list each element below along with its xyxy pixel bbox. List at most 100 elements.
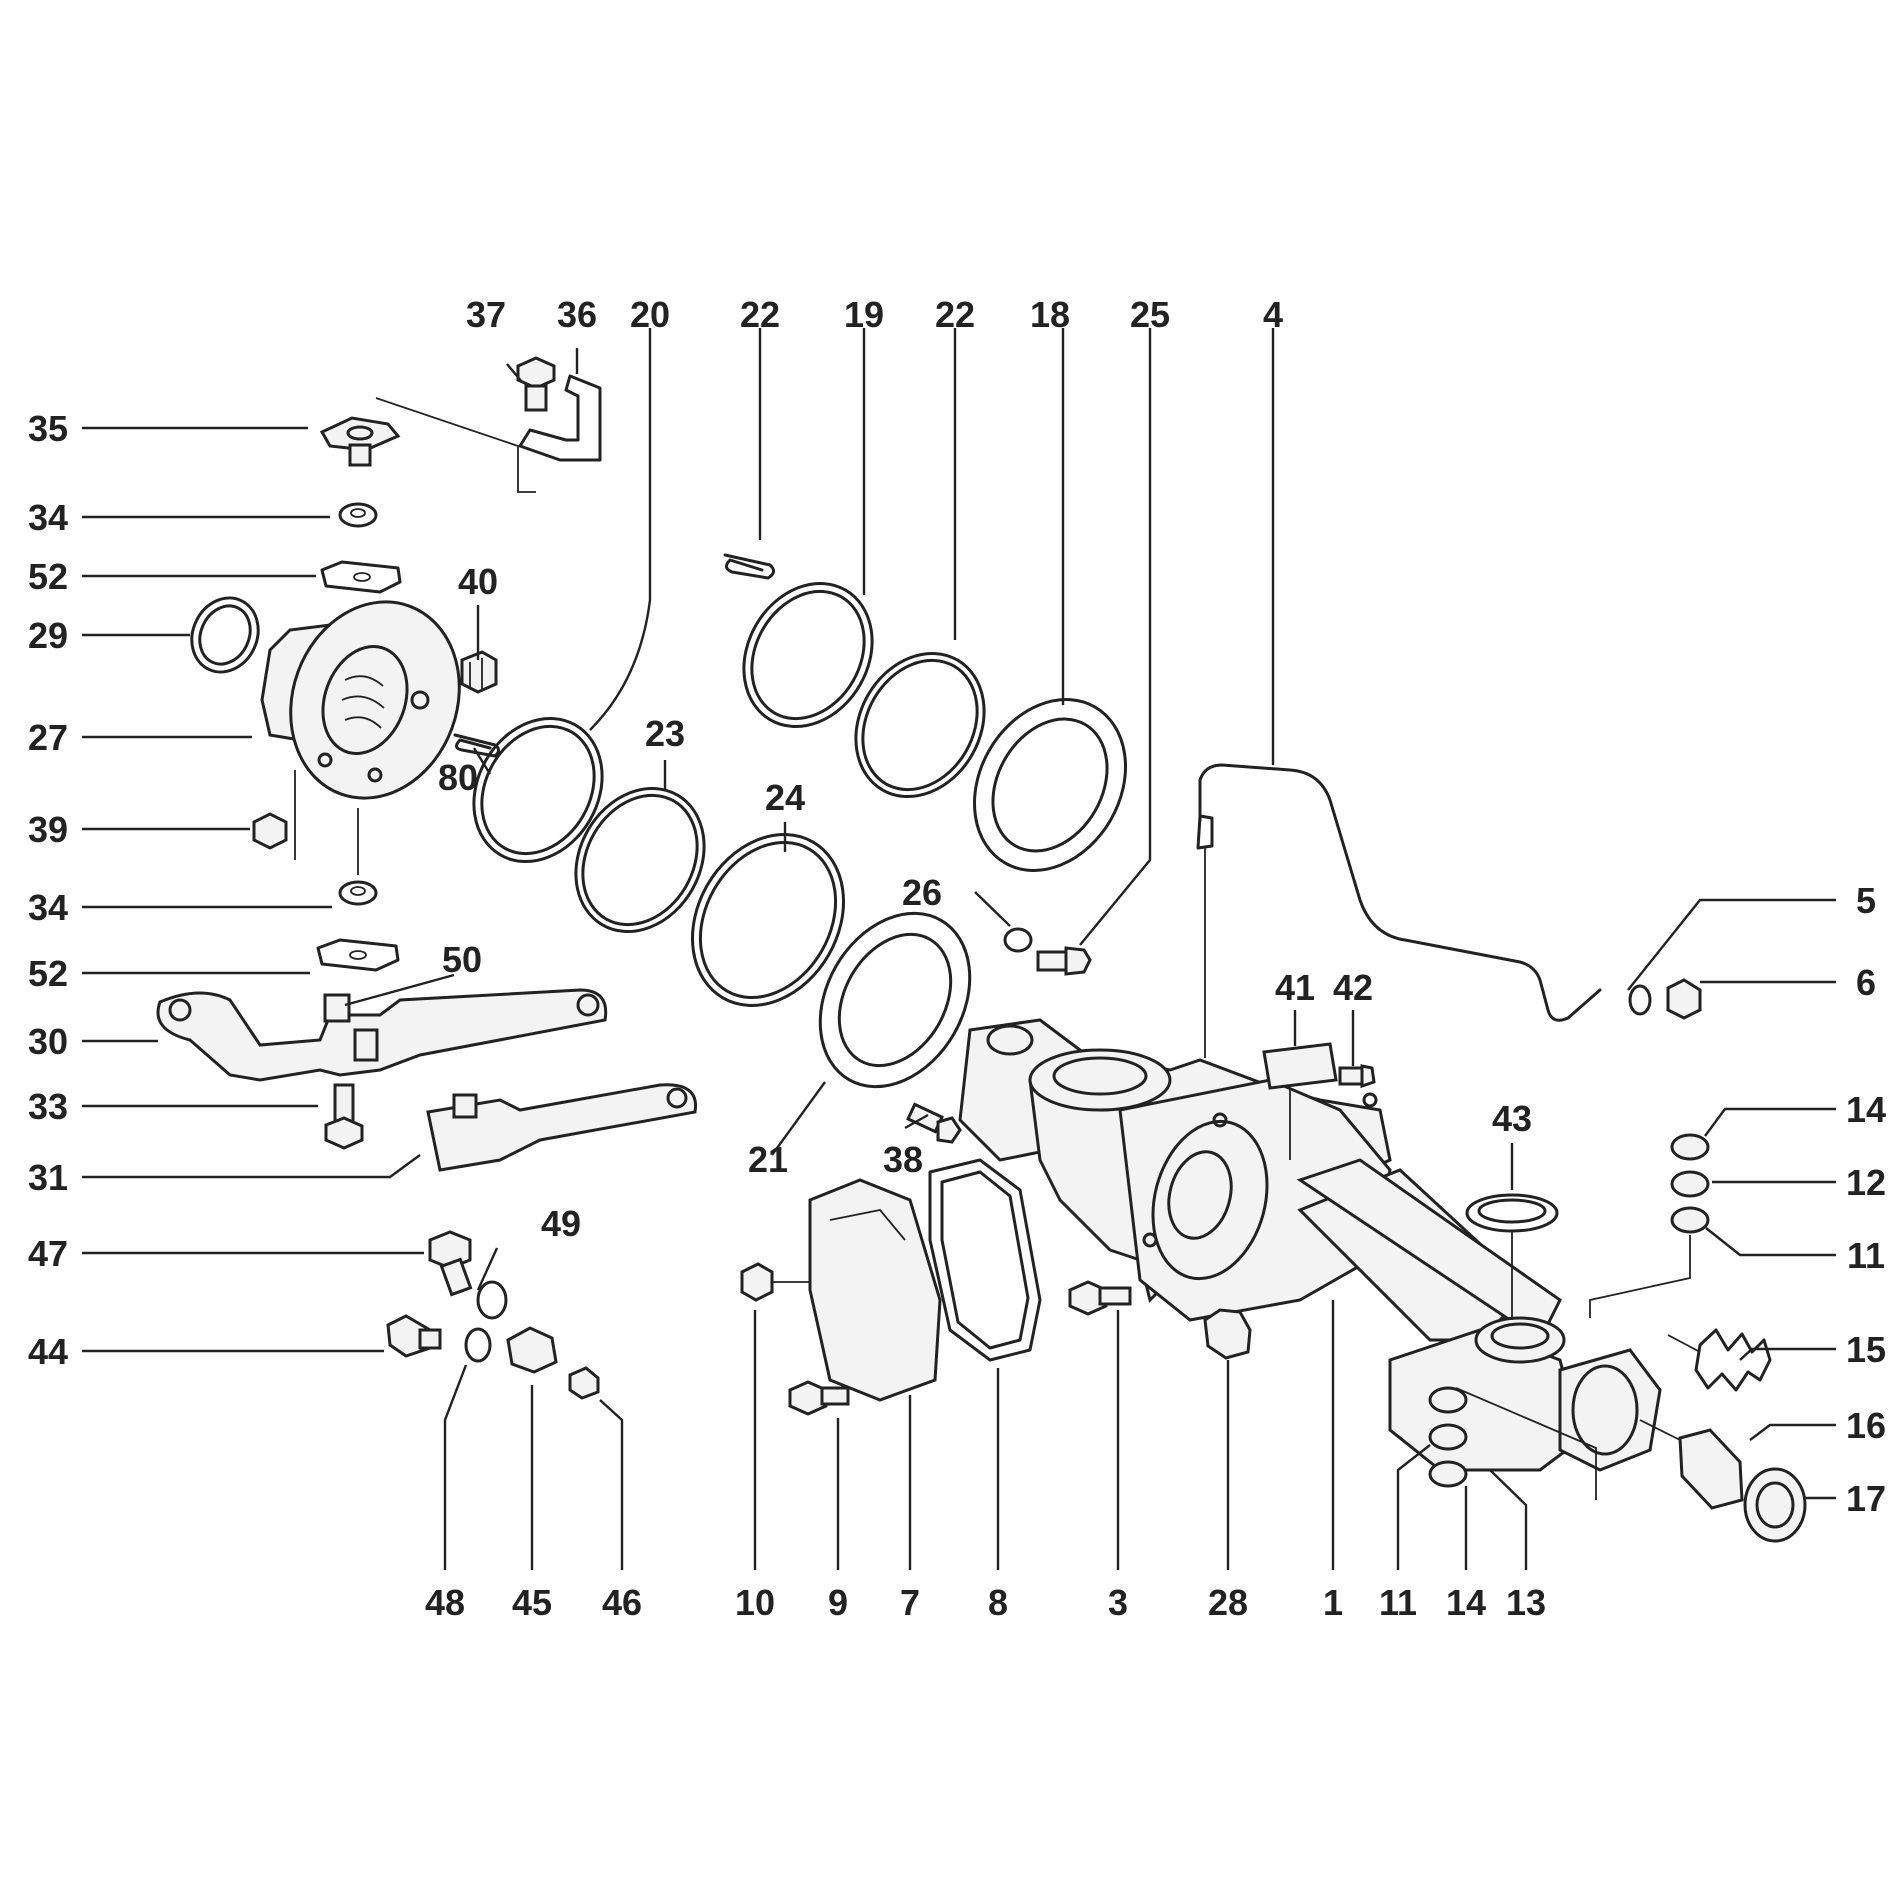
part-42-screw	[1338, 1064, 1376, 1089]
part-19-snap-ring	[742, 581, 874, 729]
callout-7: 7	[900, 1582, 920, 1623]
callout-22-top-right: 22	[935, 294, 975, 335]
part-12-washer	[1670, 1170, 1710, 1198]
part-50-pin	[323, 993, 351, 1023]
callout-23: 23	[645, 713, 685, 754]
callout-34-top: 34	[28, 497, 68, 538]
part-11-washer-upper	[1670, 1206, 1710, 1234]
part-35-flange	[319, 416, 401, 467]
callout-37: 37	[466, 294, 506, 335]
part-34-washer-top	[338, 502, 378, 528]
part-18-gasket	[973, 698, 1127, 872]
callout-19: 19	[844, 294, 884, 335]
part-45-union	[506, 1326, 558, 1374]
part-48-washer	[464, 1327, 492, 1363]
callout-11-upper: 11	[1847, 1235, 1885, 1276]
part-6-nut	[1666, 978, 1702, 1020]
part-4-brake-pipe	[1198, 763, 1602, 1022]
part-25-bolt	[1036, 946, 1092, 976]
callout-29: 29	[28, 615, 68, 656]
part-28-plug	[1203, 1308, 1252, 1360]
callout-18: 18	[1030, 294, 1070, 335]
callout-39: 39	[28, 809, 68, 850]
callout-42: 42	[1333, 967, 1373, 1008]
callout-labels: 37 36 20 22 19 22 18 25 4 35 34 52 40 29…	[28, 294, 1886, 1623]
part-26-washer	[1003, 927, 1033, 953]
callout-22-top-left: 22	[740, 294, 780, 335]
part-17-seal	[1743, 1467, 1807, 1543]
part-30-arm	[156, 988, 608, 1082]
part-8-gasket	[928, 1158, 1042, 1362]
part-23-ring	[574, 786, 706, 934]
callout-30: 30	[28, 1021, 68, 1062]
callout-44: 44	[28, 1331, 68, 1372]
callout-5: 5	[1856, 880, 1876, 921]
part-27-knuckle	[260, 600, 461, 800]
part-43-oil-seal	[1465, 1193, 1559, 1233]
callout-40: 40	[458, 561, 498, 602]
part-34-washer-bottom	[338, 880, 378, 906]
part-47-banjo-bolt	[428, 1230, 473, 1297]
callout-47: 47	[28, 1233, 68, 1274]
part-37-bolt	[516, 356, 556, 412]
callout-1: 1	[1323, 1582, 1343, 1623]
callout-48: 48	[425, 1582, 465, 1623]
callout-4: 4	[1263, 294, 1283, 335]
callout-21: 21	[748, 1139, 788, 1180]
callout-38: 38	[883, 1139, 923, 1180]
part-49-washer	[476, 1280, 508, 1320]
parts-drawing	[156, 356, 1807, 1543]
part-31-arm	[426, 1083, 698, 1172]
part-5-washer	[1628, 984, 1652, 1016]
callout-31: 31	[28, 1157, 68, 1198]
callout-43: 43	[1492, 1098, 1532, 1139]
part-15-boot	[1694, 1328, 1772, 1392]
callout-45: 45	[512, 1582, 552, 1623]
callout-6: 6	[1856, 962, 1876, 1003]
callout-12: 12	[1846, 1162, 1886, 1203]
callout-24: 24	[765, 777, 805, 818]
callout-10: 10	[735, 1582, 775, 1623]
part-1-axle-housing	[958, 1018, 1662, 1472]
callout-11-lower: 11	[1379, 1582, 1417, 1623]
part-22-clip-top	[723, 553, 775, 580]
part-24-gasket	[691, 833, 845, 1007]
callout-50: 50	[442, 939, 482, 980]
part-52-shim-bottom	[316, 938, 400, 972]
part-80-clip	[453, 733, 500, 758]
callout-20: 20	[630, 294, 670, 335]
callout-27: 27	[28, 717, 68, 758]
callout-52-top: 52	[28, 556, 68, 597]
callout-9: 9	[828, 1582, 848, 1623]
callout-14-upper: 14	[1846, 1089, 1886, 1130]
part-14-washer-upper	[1670, 1133, 1710, 1161]
part-10-plug	[740, 1262, 774, 1302]
part-39-nut	[252, 812, 288, 850]
callout-8: 8	[988, 1582, 1008, 1623]
callout-80: 80	[438, 757, 478, 798]
part-22-ring	[854, 651, 986, 799]
callout-26: 26	[902, 872, 942, 913]
part-46-nipple	[568, 1366, 600, 1400]
callout-52-bottom: 52	[28, 953, 68, 994]
part-7-cover	[808, 1178, 942, 1402]
part-41-plate	[1262, 1042, 1338, 1090]
callout-25: 25	[1130, 294, 1170, 335]
callout-41: 41	[1275, 967, 1315, 1008]
part-40-plug	[460, 650, 498, 694]
part-9-bolt	[788, 1380, 850, 1416]
callout-17: 17	[1846, 1478, 1886, 1519]
callout-3: 3	[1108, 1582, 1128, 1623]
part-13-washer	[1428, 1423, 1468, 1451]
part-52-shim-top	[320, 560, 402, 594]
callout-15: 15	[1846, 1329, 1886, 1370]
callout-13: 13	[1506, 1582, 1546, 1623]
callout-14-lower: 14	[1446, 1582, 1486, 1623]
part-33-bolt	[324, 1083, 364, 1150]
part-29-seal	[190, 596, 260, 674]
callout-46: 46	[602, 1582, 642, 1623]
callout-49: 49	[541, 1203, 581, 1244]
callout-16: 16	[1846, 1405, 1886, 1446]
